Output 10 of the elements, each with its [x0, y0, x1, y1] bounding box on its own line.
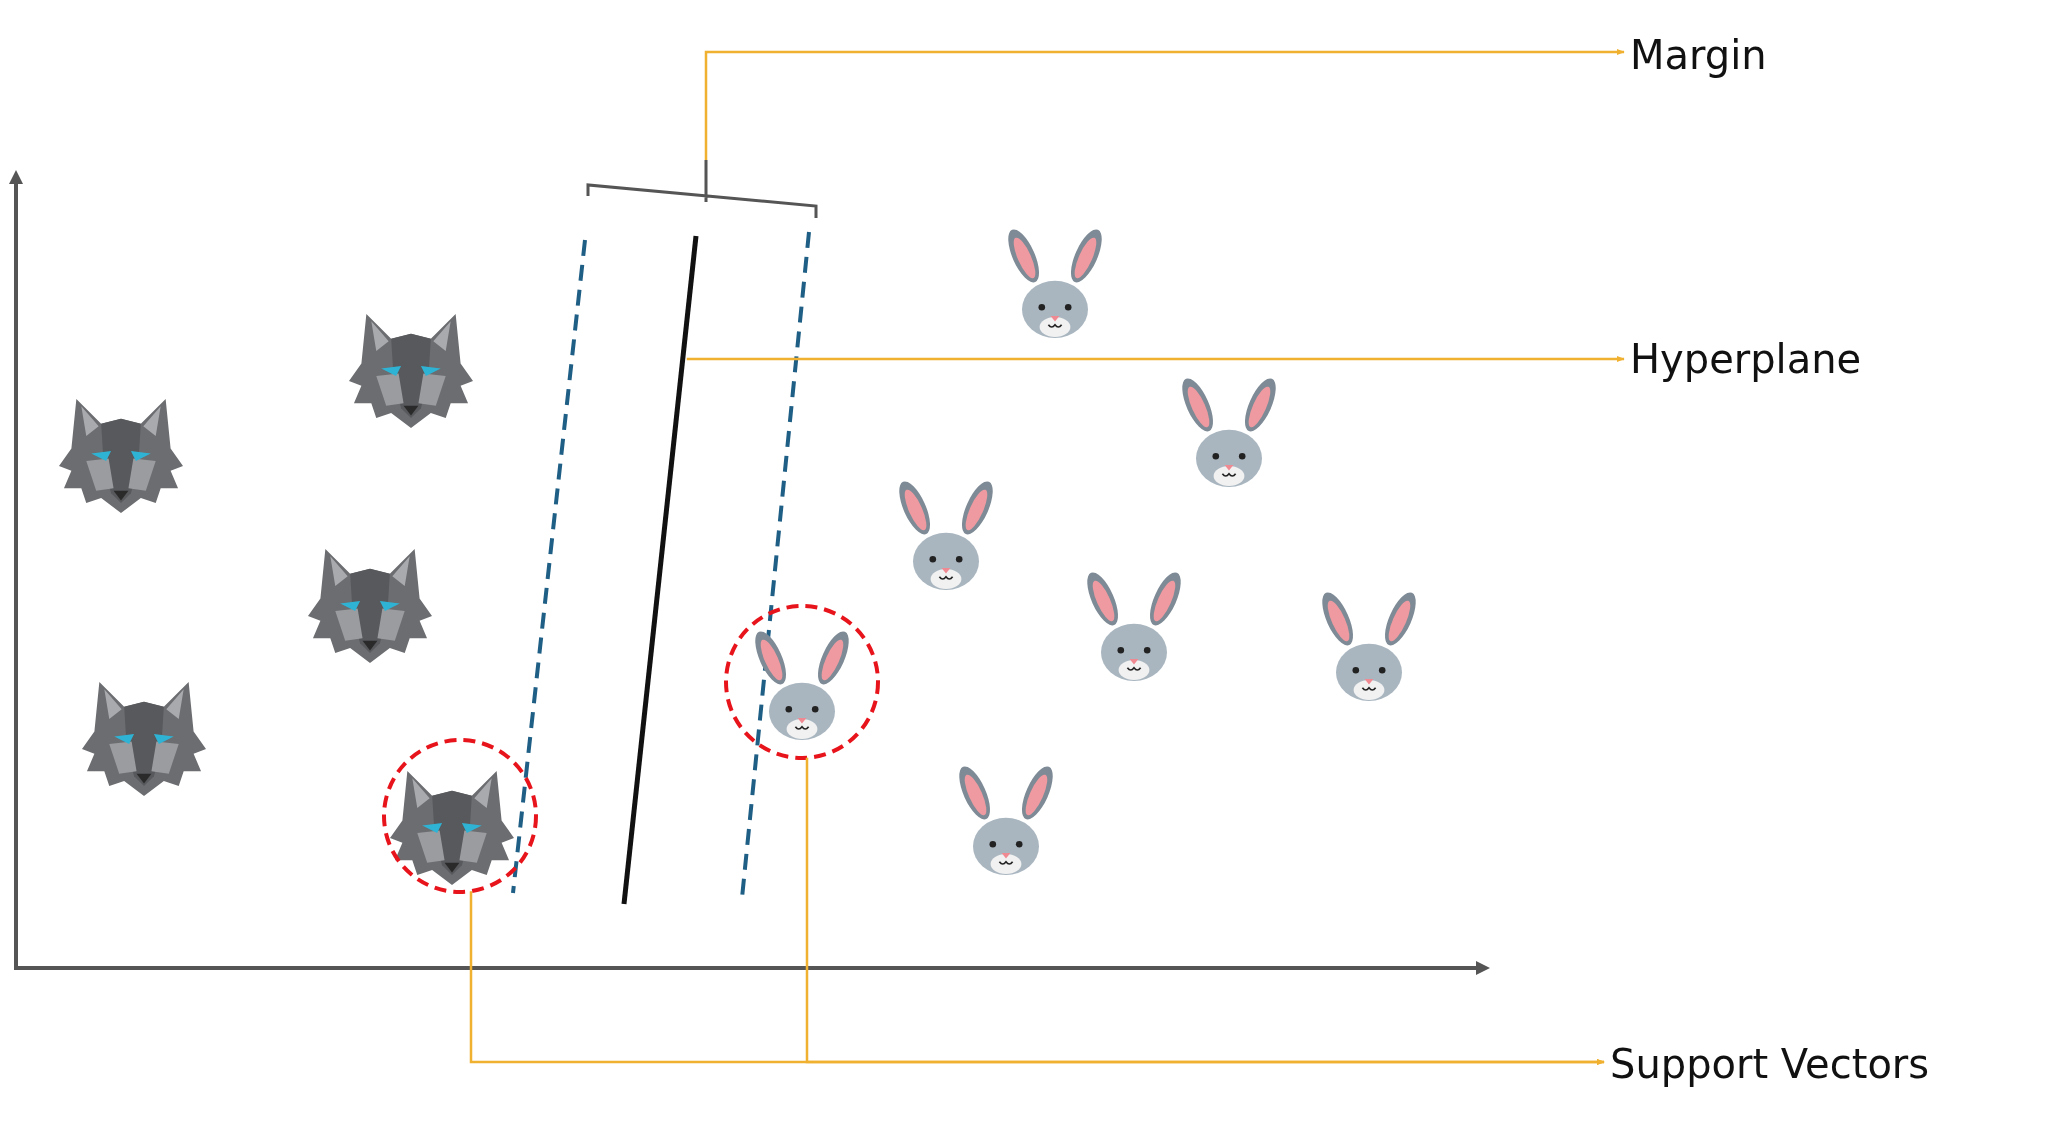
callout-label: Support Vectors	[1610, 1040, 1930, 1088]
hyperplane-line	[621, 235, 699, 905]
leader-line	[805, 757, 1605, 1066]
callout-label: Margin	[1630, 31, 1767, 79]
leader-line	[704, 48, 1625, 160]
callout-label: Hyperplane	[1630, 335, 1862, 383]
leader-line	[686, 355, 1625, 363]
support-vector-circle	[724, 604, 880, 760]
margin-bracket	[586, 158, 818, 220]
support-vector-circle	[382, 738, 538, 894]
